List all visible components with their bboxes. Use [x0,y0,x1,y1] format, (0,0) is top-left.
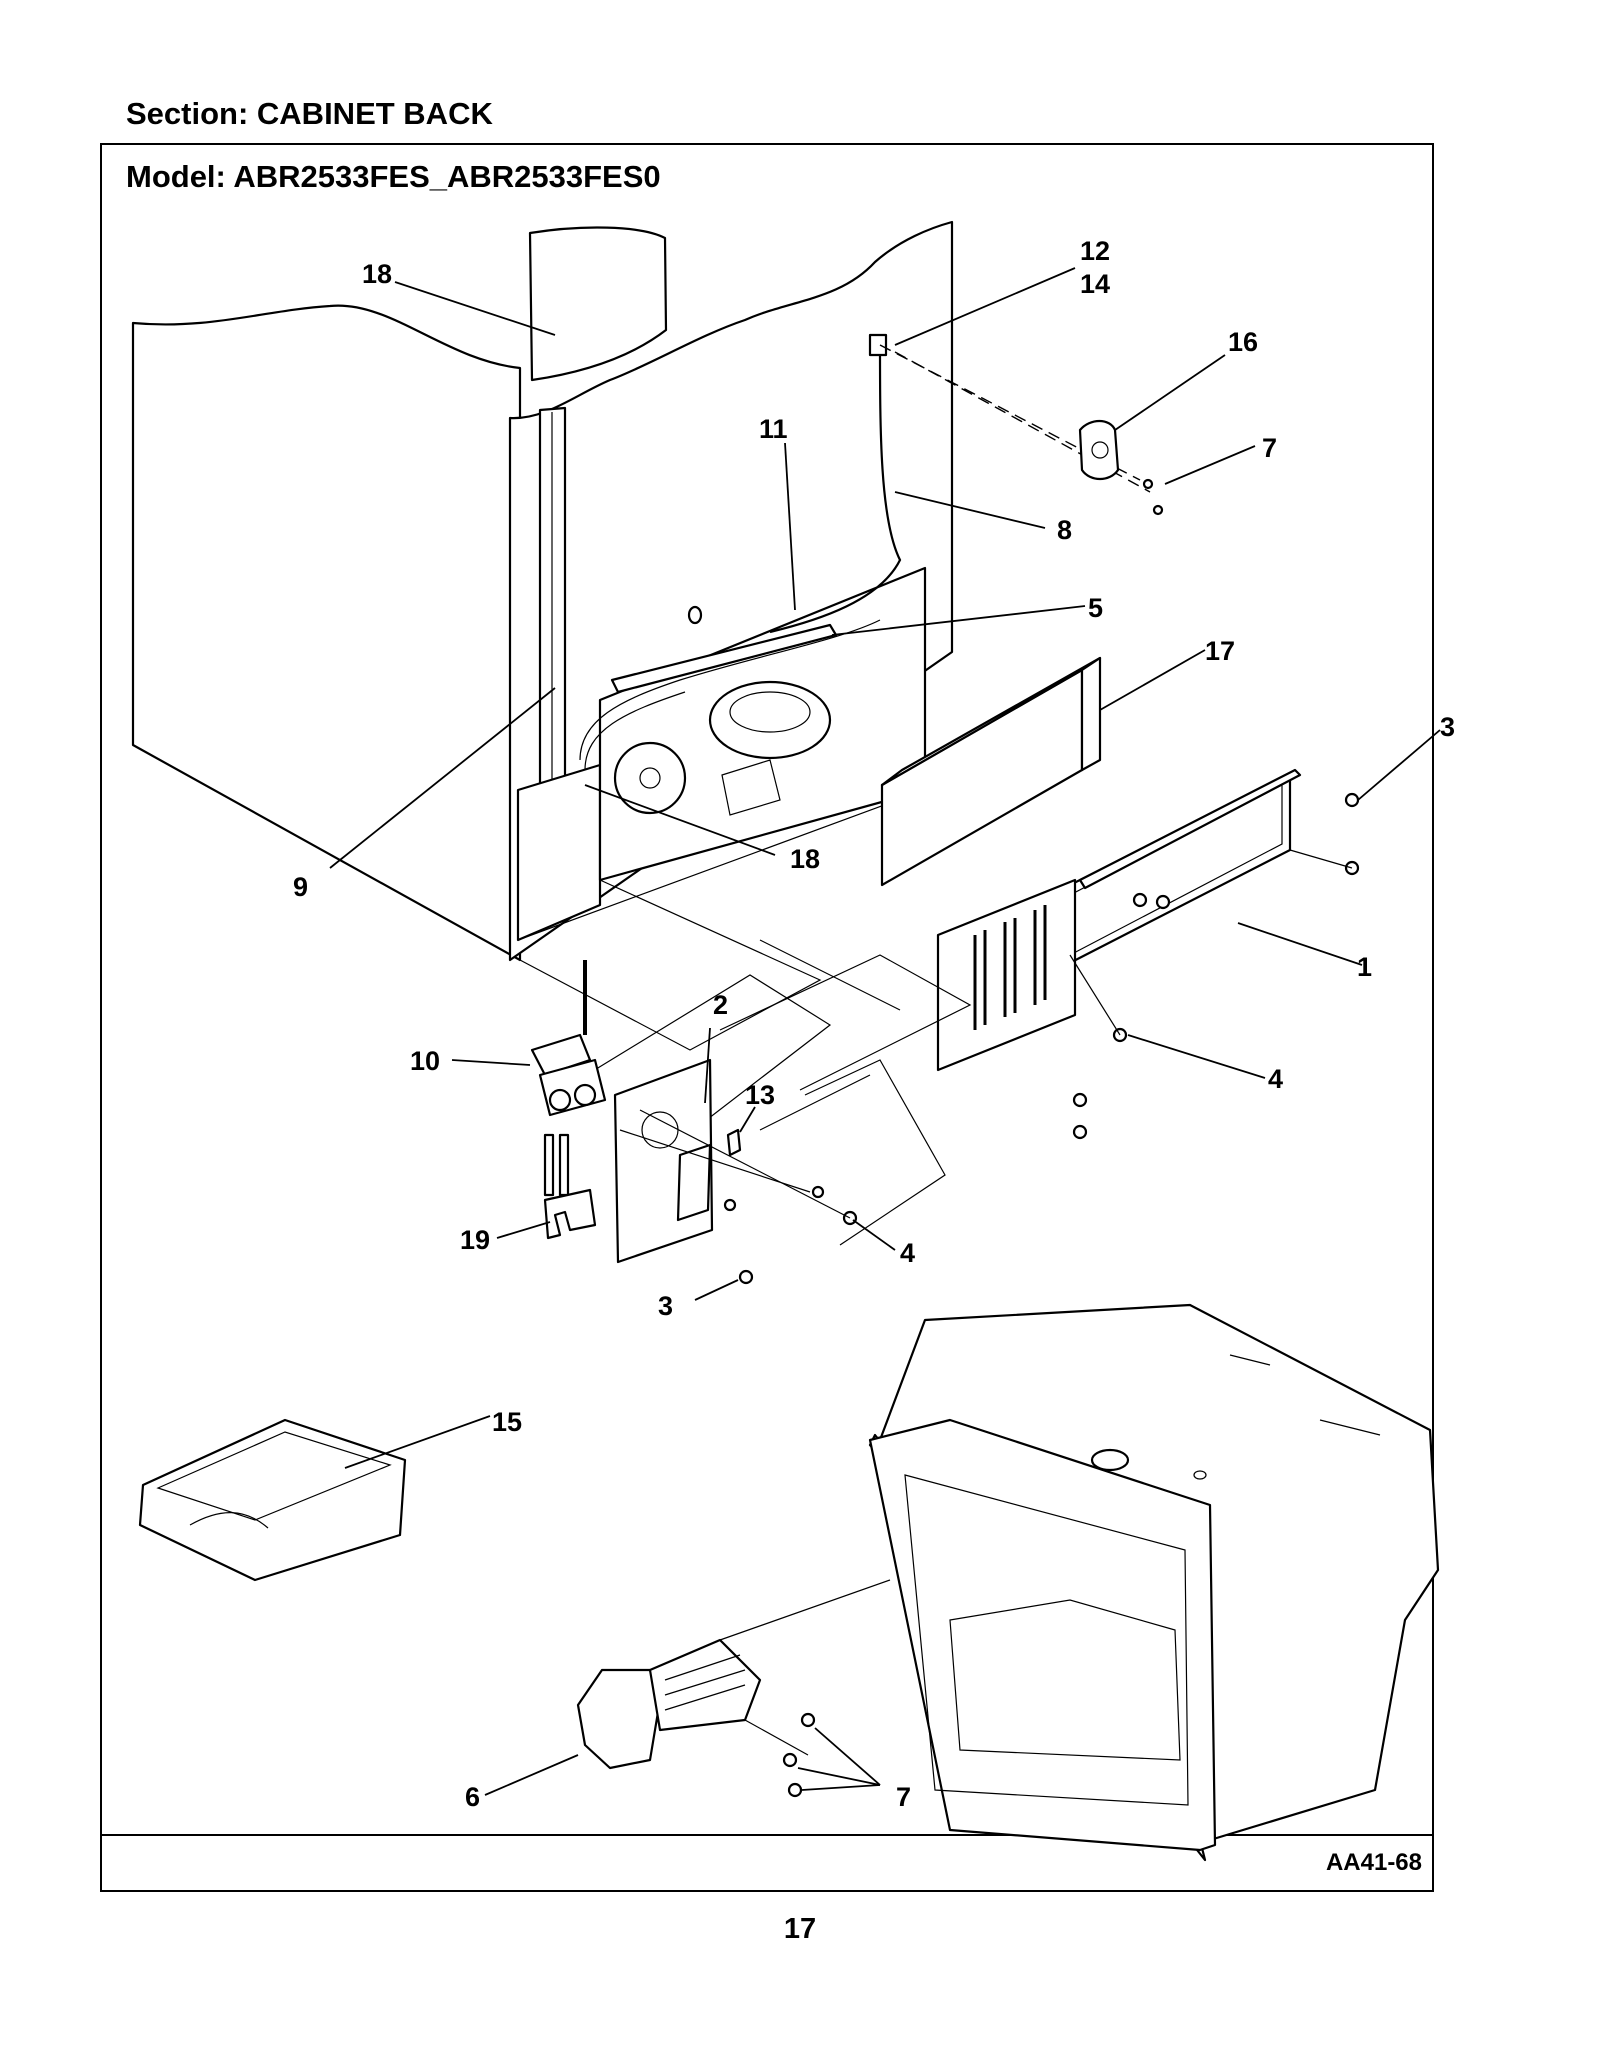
part-6-icemaker [576,1579,891,1770]
cabinet-body [131,220,954,1051]
callout-14: 14 [1080,269,1110,299]
callout-18-lower: 18 [790,844,820,874]
part-7-screw-e [787,1782,803,1798]
part-7-screw-d [782,1752,798,1768]
callout-5: 5 [1088,593,1103,623]
callout-8: 8 [1057,515,1072,545]
callout-18-upper: 18 [362,259,392,289]
icemaker-housing [868,1303,1440,1862]
callout-6: 6 [465,1782,480,1812]
part-7-screw-b [1152,504,1164,516]
callout-7-upper: 7 [1262,433,1277,463]
callout-16: 16 [1228,327,1258,357]
part-7-screw [1142,478,1154,490]
diagram-frame: Model: ABR2533FES_ABR2533FES0 AA41-68 [100,143,1434,1892]
part-10-water-valve [530,960,607,1197]
callout-3-upper: 3 [1440,712,1455,742]
callout-19: 19 [460,1225,490,1255]
part-4-grille [936,878,1077,1072]
callout-4-upper: 4 [1268,1064,1283,1094]
callout-15: 15 [492,1407,522,1437]
part-7-screw-c [800,1712,816,1728]
part-1-cover-panel [1058,768,1302,970]
section-title: Section: CABINET BACK [126,96,493,131]
leader-lines [329,267,1441,1796]
callout-11: 11 [759,414,788,444]
callout-10: 10 [410,1046,440,1076]
callout-3-lower: 3 [658,1291,673,1321]
part-15-tray [138,1418,407,1582]
callout-17: 17 [1205,636,1235,666]
part-2-bracket [613,1058,851,1264]
callout-12: 12 [1080,236,1110,266]
callout-13: 13 [745,1080,775,1110]
part-19-clip [543,1188,597,1240]
callout-labels: 1 2 3 3 4 4 5 6 7 7 8 9 10 11 12 13 14 1… [293,236,1455,1812]
page-number: 17 [783,1913,817,1945]
model-line: Model: ABR2533FES_ABR2533FES0 [126,159,661,194]
part-16-bracket [1078,419,1120,481]
callout-7-lower: 7 [896,1782,911,1812]
callout-4-lower: 4 [900,1238,915,1268]
frame-footer: AA41-68 [102,1834,1432,1890]
callout-1: 1 [1357,952,1372,982]
callout-9: 9 [293,872,308,902]
part-17-insulation [880,656,1102,887]
reference-code: AA41-68 [1325,1849,1422,1876]
callout-2: 2 [713,990,728,1020]
